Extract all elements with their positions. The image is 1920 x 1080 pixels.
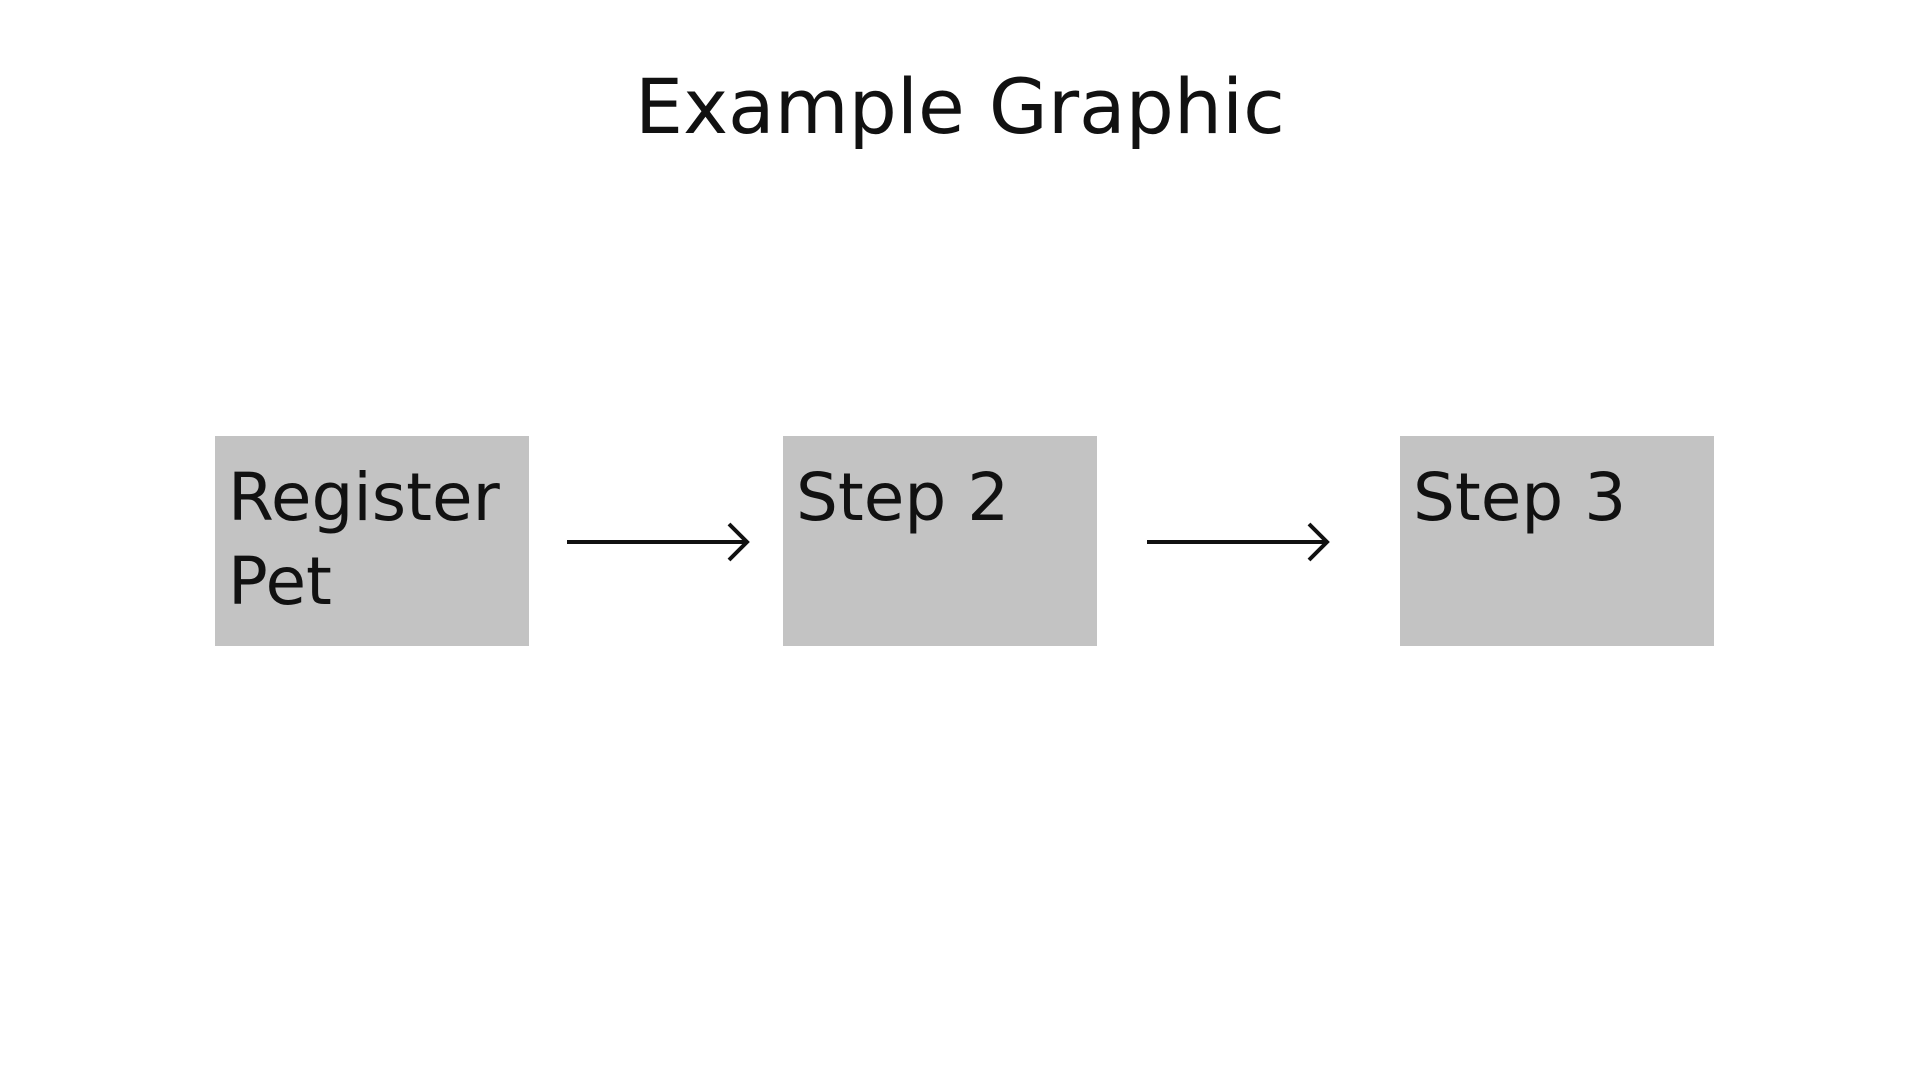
step-box-step-2: Step 2	[783, 436, 1097, 646]
arrow-right-icon	[565, 520, 751, 564]
step-label: Step 2	[796, 459, 1010, 536]
arrow-right-icon	[1145, 520, 1331, 564]
step-box-step-3: Step 3	[1400, 436, 1714, 646]
step-label: Register Pet	[228, 459, 500, 620]
diagram-title: Example Graphic	[635, 62, 1285, 151]
step-box-register-pet: Register Pet	[215, 436, 529, 646]
step-label: Step 3	[1413, 459, 1627, 536]
